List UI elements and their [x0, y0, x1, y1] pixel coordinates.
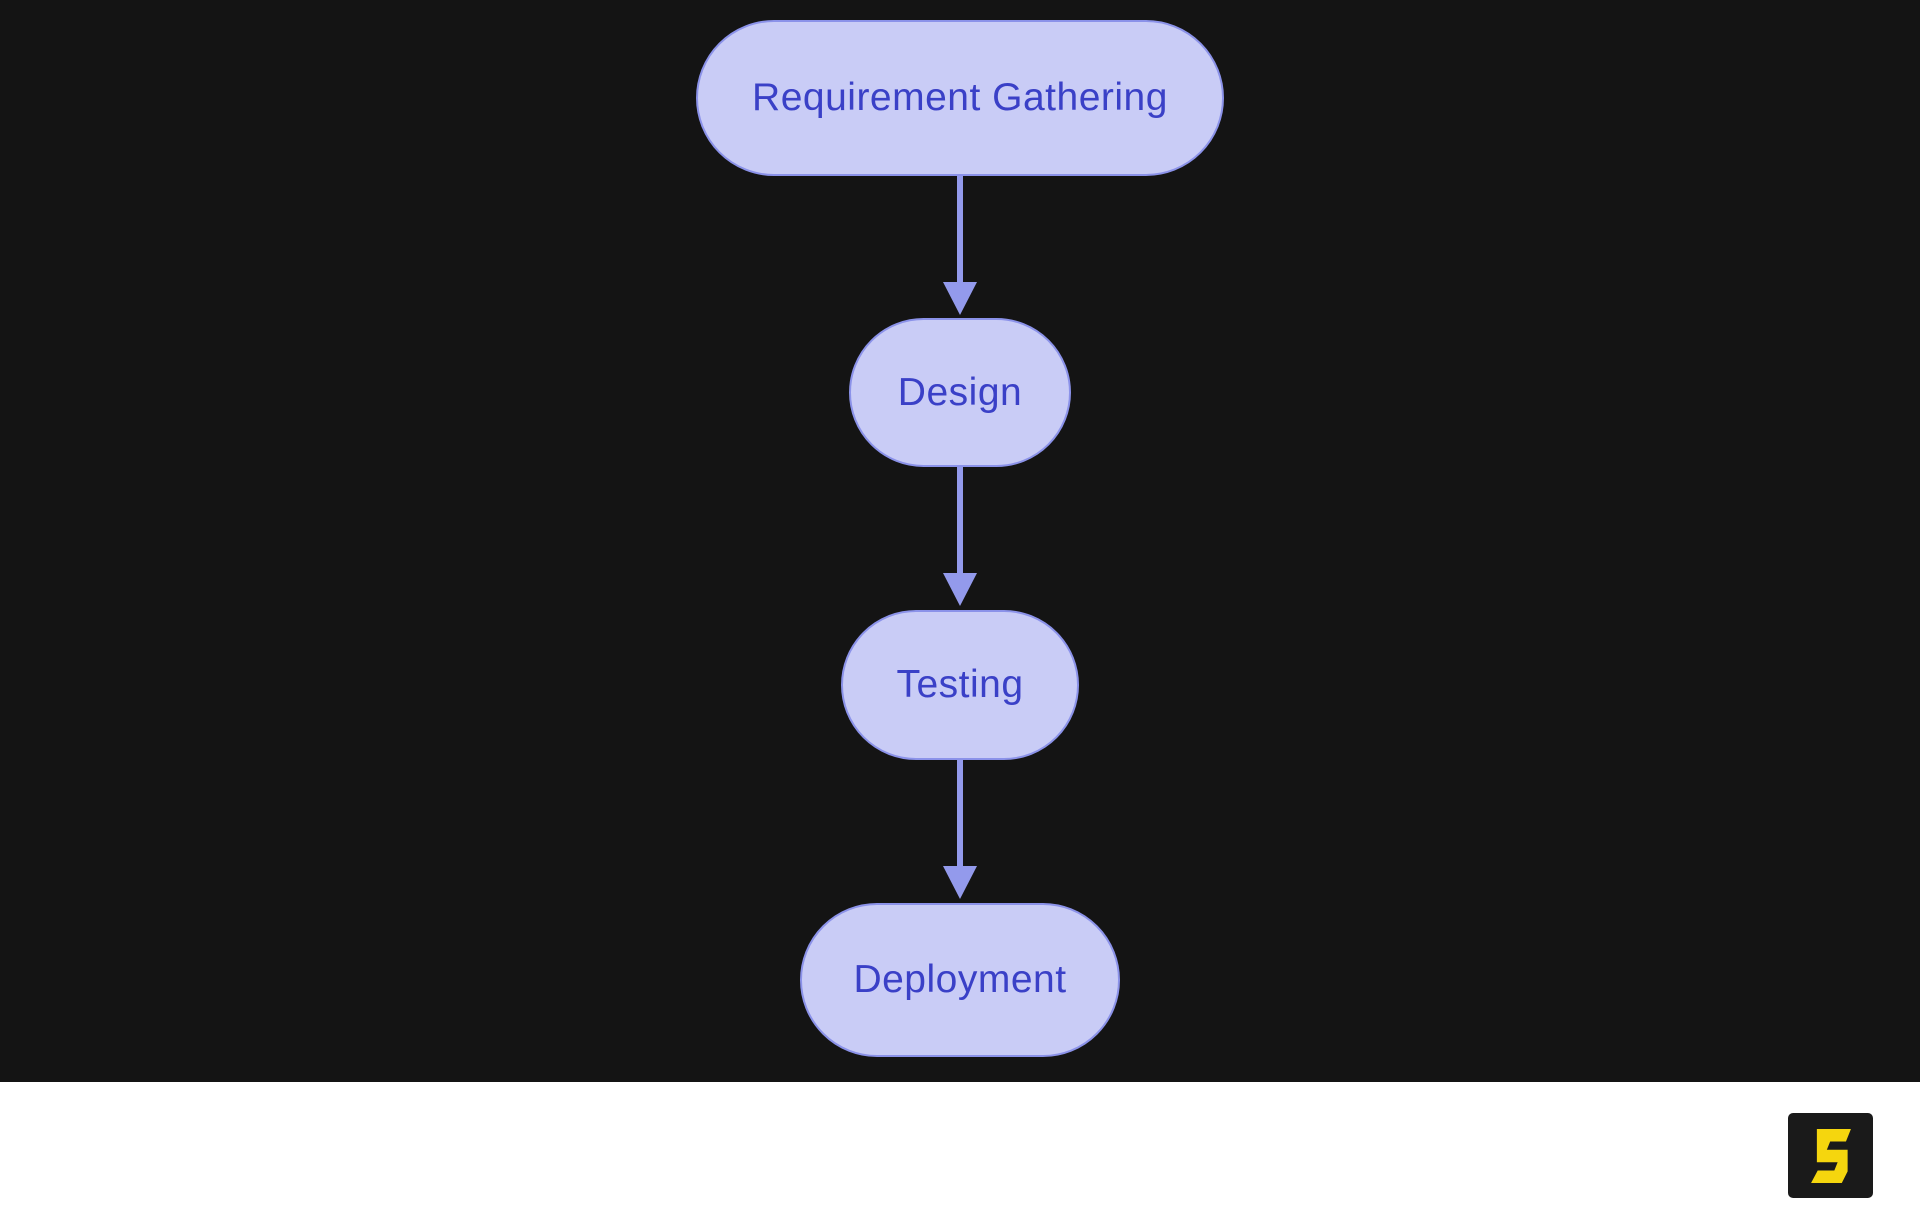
arrow-head-icon — [943, 866, 977, 899]
edge-testing-to-deployment — [943, 760, 977, 899]
flowchart-node-deployment: Deployment — [800, 903, 1120, 1057]
flowchart-edges-layer — [943, 176, 977, 899]
angular-s-icon — [1810, 1128, 1851, 1183]
node-label: Requirement Gathering — [752, 76, 1168, 119]
flowchart-canvas: Requirement Gathering Design Testing Dep… — [0, 0, 1920, 1082]
angular-s-glyph — [1810, 1128, 1851, 1183]
footer-strip — [0, 1082, 1920, 1215]
arrow-head-icon — [943, 282, 977, 315]
arrow-head-icon — [943, 573, 977, 606]
node-label: Testing — [896, 663, 1024, 706]
edge-design-to-testing — [943, 467, 977, 606]
brand-logo-badge — [1788, 1113, 1873, 1198]
flowchart-node-requirement-gathering: Requirement Gathering — [696, 20, 1224, 176]
flowchart-node-testing: Testing — [841, 610, 1079, 760]
edge-requirement-to-design — [943, 176, 977, 315]
flowchart-node-design: Design — [849, 318, 1071, 467]
node-label: Design — [897, 370, 1023, 414]
node-label: Deployment — [853, 958, 1067, 1001]
